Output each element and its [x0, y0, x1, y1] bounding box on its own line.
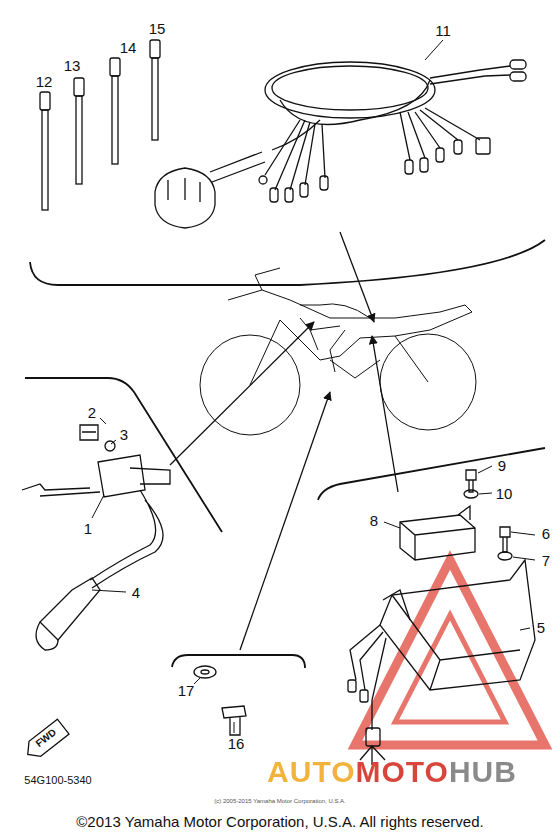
panel-band: [25, 378, 222, 532]
callout-number: 15: [149, 21, 166, 36]
callout-number: 13: [64, 58, 81, 73]
panel-band: [172, 655, 305, 668]
callout-number: 5: [537, 620, 545, 635]
direction-arrow: FWD: [21, 718, 71, 763]
ignition-coil: [22, 425, 170, 650]
callout-number: 3: [120, 427, 128, 442]
callout-number: 17: [178, 683, 195, 698]
panel-band: [30, 240, 545, 285]
cable-straps: [40, 40, 160, 210]
leader-lines: [92, 40, 535, 733]
bolt-washer: [194, 666, 246, 735]
location-arrow: [340, 232, 374, 322]
callout-number: 16: [228, 736, 245, 751]
callout-number: 11: [435, 23, 451, 38]
callout-number: 7: [542, 553, 550, 568]
electrical-units: [348, 470, 535, 765]
callout-number: 9: [498, 458, 506, 473]
panel-band: [318, 448, 545, 500]
location-arrow: [372, 336, 398, 492]
watermark: AUTOMOTOHUB: [267, 757, 517, 787]
location-arrow: [170, 322, 314, 465]
copyright-caption: ©2013 Yamaha Motor Corporation, U.S.A. A…: [76, 814, 483, 829]
callout-number: 1: [84, 521, 92, 536]
callout-number: 14: [120, 40, 137, 55]
part-code: 54G100-5340: [24, 775, 91, 786]
callout-number: 6: [542, 526, 550, 541]
motorcycle-outline: [200, 268, 476, 435]
callout-number: 10: [496, 486, 513, 501]
location-arrow: [240, 392, 330, 650]
callout-number: 2: [88, 405, 96, 420]
watermark-triangle: [355, 560, 545, 745]
callout-number: 12: [36, 74, 53, 89]
copyright-note: (c) 2005-2015 Yamaha Motor Corporation, …: [214, 798, 346, 804]
callout-number: 4: [132, 585, 140, 600]
main-switch-harness: [155, 60, 526, 228]
callout-number: 8: [370, 513, 378, 528]
